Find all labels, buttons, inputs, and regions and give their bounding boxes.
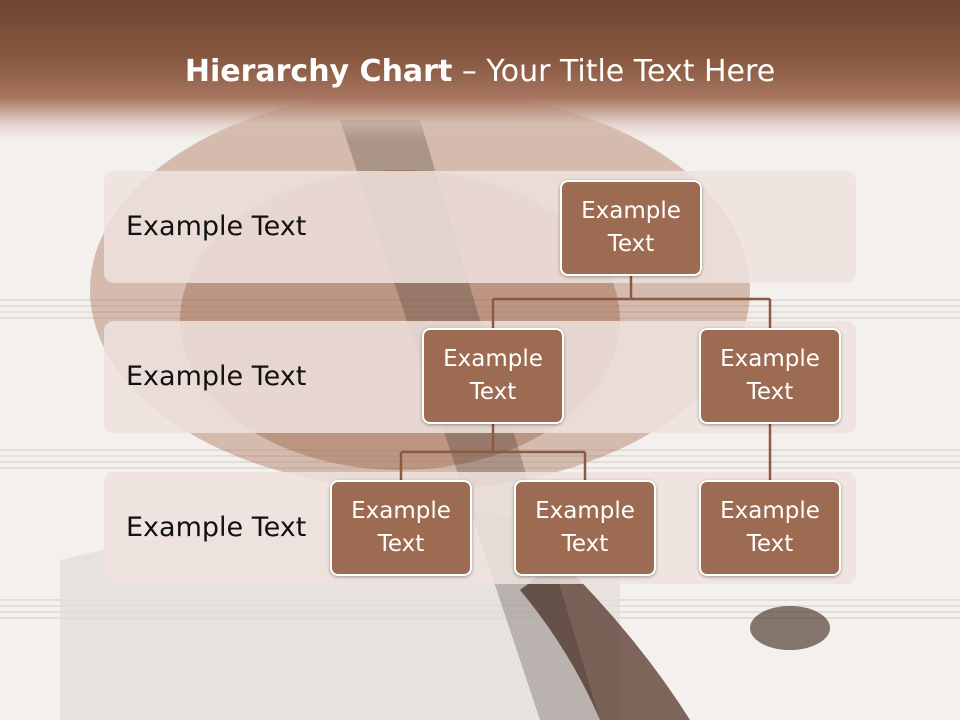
node-root[interactable]: Example Text — [560, 180, 702, 276]
title-banner — [0, 0, 960, 140]
title-rest: – Your Title Text Here — [452, 54, 776, 89]
node-level3-c[interactable]: Example Text — [699, 480, 841, 576]
node-level2-right[interactable]: Example Text — [699, 328, 841, 424]
node-level3-a[interactable]: Example Text — [330, 480, 472, 576]
title-bold: Hierarchy Chart — [184, 54, 453, 89]
node-level2-left[interactable]: Example Text — [422, 328, 564, 424]
level-band-1 — [104, 171, 856, 283]
level-label-1: Example Text — [126, 211, 307, 242]
level-label-3: Example Text — [126, 512, 307, 543]
node-level3-b[interactable]: Example Text — [514, 480, 656, 576]
page-title: Hierarchy Chart – Your Title Text Here — [0, 54, 960, 89]
level-label-2: Example Text — [126, 361, 307, 392]
